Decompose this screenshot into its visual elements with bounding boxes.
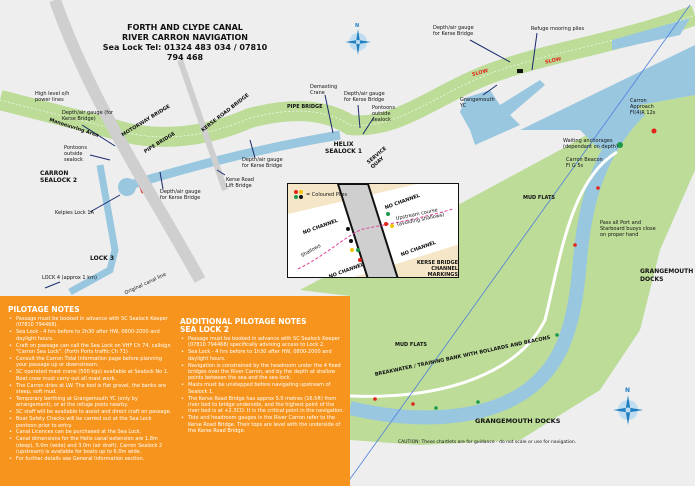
note-item: SC operated mast crane (500 kgs) availab… bbox=[8, 369, 172, 382]
note-item: SC staff will be available to assist and… bbox=[8, 409, 172, 416]
refuge-water bbox=[612, 18, 690, 50]
compass-rose-icon bbox=[613, 395, 643, 425]
note-item: Tide and headroom gauges in the River Ca… bbox=[180, 415, 344, 434]
compass-rose-icon bbox=[345, 29, 371, 55]
motorway-bridge bbox=[49, 0, 206, 283]
port-buoy-icon bbox=[573, 243, 577, 247]
label-carron-approach: Carron Approach Fl(4)R 12s bbox=[630, 98, 656, 116]
label-helix-sealock: HELIX SEALOCK 1 bbox=[325, 141, 363, 155]
note-item: Canal Licences can be purchased at the S… bbox=[8, 429, 172, 436]
starboard-buoy-icon bbox=[476, 400, 480, 404]
pilotage-notes-panel: PILOTAGE NOTES Passage must be booked in… bbox=[0, 296, 350, 486]
label-waiting-anchorages: Waiting anchorages (dependant on depth) bbox=[563, 138, 618, 150]
label-kerse-lift-bridge: Kerse Road Lift Bridge bbox=[226, 177, 254, 189]
additional-notes-column: ADDITIONAL PILOTAGE NOTES SEA LOCK 2 Pas… bbox=[180, 306, 344, 486]
label-carron-sealock-2: CARRON SEALOCK 2 bbox=[40, 170, 78, 184]
note-item: Craft on passage can call the Sea Lock o… bbox=[8, 343, 172, 356]
note-item: Passage must be booked in advance with S… bbox=[8, 316, 172, 329]
canal-channel bbox=[0, 14, 695, 138]
additional-notes-subtitle: SEA LOCK 2 bbox=[180, 325, 229, 334]
label-kelpies-lock: Kelpies Lock 1A bbox=[55, 210, 94, 216]
title-line-1: FORTH AND CLYDE CANAL bbox=[127, 23, 243, 32]
river-carron bbox=[348, 105, 645, 425]
pointer-arrows bbox=[44, 32, 538, 289]
port-buoy-icon bbox=[411, 402, 415, 406]
label-power-lines: High level o/h power lines bbox=[35, 91, 70, 103]
label-lock-4: LOCK 4 (approx 1 km) bbox=[42, 275, 97, 281]
label-lock-3: LOCK 3 bbox=[90, 255, 115, 262]
kerse-bridge-inset: = Coloured Piles NO CHANNEL NO CHANNEL N… bbox=[287, 183, 459, 278]
label-gauge: Depth/air gauge for Kerse Bridge bbox=[344, 91, 385, 103]
label-grangemouth-yc: Grangemouth YC bbox=[460, 97, 495, 109]
note-item: Sea Lock - 4 hrs before to 2h30 after HW… bbox=[8, 329, 172, 342]
label-mud-flats: MUD FLATS bbox=[523, 195, 556, 201]
kelpies-lock-basin bbox=[118, 178, 136, 196]
port-buoy-icon bbox=[596, 186, 600, 190]
additional-notes-title: ADDITIONAL PILOTAGE NOTES bbox=[180, 317, 307, 326]
title-phone: Sea Lock Tel: 01324 483 034 / 07810 794 … bbox=[102, 43, 268, 62]
label-demasting-crane: Demasting Crane bbox=[310, 84, 338, 96]
pilotage-notes-column: PILOTAGE NOTES Passage must be booked in… bbox=[8, 306, 172, 486]
carron-approach-water bbox=[520, 45, 695, 150]
note-item: Temporary berthing at Grangemouth YC (on… bbox=[8, 396, 172, 409]
caution-note: CAUTION: These chartlets are for guidanc… bbox=[398, 440, 577, 445]
yacht-club-building-icon bbox=[517, 69, 523, 73]
note-item: For further details see General Informat… bbox=[8, 456, 172, 463]
label-refuge-piles: Refuge mooring piles bbox=[531, 26, 585, 32]
label-pass-buoys: Pass all Port and Starboard buoys close … bbox=[600, 220, 656, 238]
note-item: Navigation is constrained by the headroo… bbox=[180, 363, 344, 382]
lock-channel bbox=[68, 164, 119, 296]
label-gauge: Depth/air gauge (for Kerse Bridge) bbox=[62, 110, 114, 122]
kerse-road-bridge-deck bbox=[177, 59, 228, 191]
label-gauge: Depth/air gauge for Kerse Bridge bbox=[433, 25, 474, 37]
label-pipe-bridge: PIPE BRIDGE bbox=[287, 104, 323, 110]
label-mud-flats: MUD FLATS bbox=[395, 342, 428, 348]
label-pontoons: Pontoons outside sealock bbox=[64, 145, 87, 163]
port-buoy-icon bbox=[373, 397, 377, 401]
note-item: Canal dimensions for the Helix canal ext… bbox=[8, 436, 172, 455]
shipping-line bbox=[344, 4, 691, 486]
inset-legend-coloured-piles: = Coloured Piles bbox=[306, 192, 348, 198]
label-grangemouth-docks: GRANGEMOUTH DOCKS bbox=[640, 268, 694, 283]
grangemouth-dock-water bbox=[460, 80, 545, 145]
label-grangemouth-docks: GRANGEMOUTH DOCKS bbox=[475, 417, 561, 425]
inset-caption: KERSE BRIDGE CHANNEL MARKINGS bbox=[416, 260, 458, 278]
label-gauge: Depth/air gauge for Kerse Bridge bbox=[160, 189, 201, 201]
note-item: Passage must be booked in advance with S… bbox=[180, 336, 344, 349]
label-pontoons: Pontoons outside sealock bbox=[372, 105, 395, 123]
additional-notes-list: Passage must be booked in advance with S… bbox=[180, 336, 344, 435]
label-carron-beacon: Carron Beacon Fl G 5s bbox=[566, 157, 603, 169]
port-buoy-icon bbox=[651, 128, 657, 134]
helix-channel bbox=[128, 130, 341, 190]
pilotage-notes-list: Passage must be booked in advance with S… bbox=[8, 316, 172, 463]
compass-north-label: N bbox=[625, 387, 630, 394]
note-item: Masts must be unstepped before navigatin… bbox=[180, 382, 344, 395]
note-item: Boat Safety Checks will be carried out a… bbox=[8, 416, 172, 429]
training-bank bbox=[349, 150, 618, 398]
inset-diagram bbox=[288, 184, 458, 277]
note-item: The Kerse Road Bridge has approx 5.0 met… bbox=[180, 396, 344, 415]
pilotage-notes-title: PILOTAGE NOTES bbox=[8, 305, 80, 314]
map-title: FORTH AND CLYDE CANAL RIVER CARRON NAVIG… bbox=[100, 23, 270, 63]
carron-beacon-icon bbox=[617, 142, 623, 148]
starboard-buoy-icon bbox=[555, 333, 559, 337]
note-item: Sea Lock - 4 hrs before to 1h30 after HW… bbox=[180, 349, 344, 362]
label-gauge: Depth/air gauge for Kerse Bridge bbox=[242, 157, 283, 169]
note-item: Consult the Carron Tidal Information pag… bbox=[8, 356, 172, 369]
compass-north-label: N bbox=[355, 23, 359, 29]
title-line-2: RIVER CARRON NAVIGATION bbox=[122, 33, 248, 42]
starboard-buoy-icon bbox=[434, 406, 438, 410]
note-item: The Carron dries at LW. The bed is flat … bbox=[8, 383, 172, 396]
